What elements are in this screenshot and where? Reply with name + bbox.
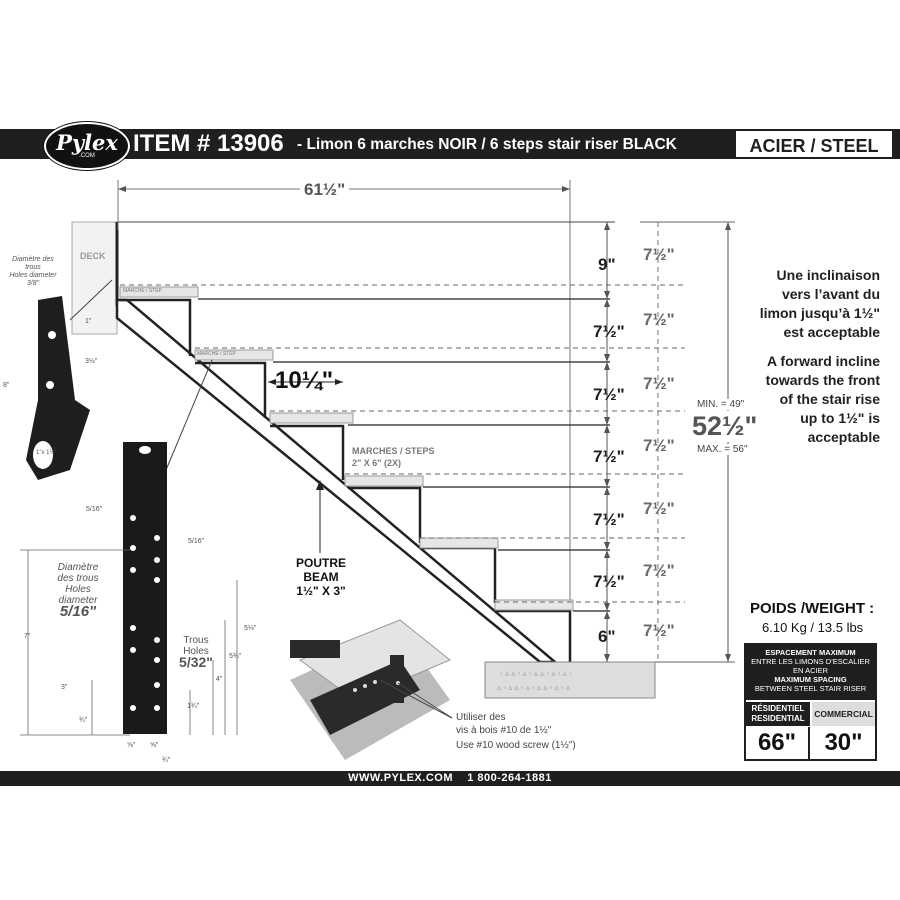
front-dim-3: 3" xyxy=(61,684,68,691)
front-holes-en: Holes diameter xyxy=(58,584,98,606)
steps-label: MARCHES / STEPS xyxy=(352,446,435,456)
rise-label-7: 6" xyxy=(598,627,616,646)
side-dim-4: 1"x 1½" xyxy=(36,450,57,456)
rise-label-4: 7½" xyxy=(593,447,625,466)
front-dim-7: 7" xyxy=(24,633,31,640)
run-total-label: 61½" xyxy=(300,180,350,200)
beam-size-label: 1½" X 3" xyxy=(296,584,346,598)
material-badge: ACIER / STEEL xyxy=(734,129,894,159)
side-holes-en: Holes diameter xyxy=(9,272,57,279)
commercial-header: COMMERCIAL xyxy=(812,702,875,726)
pylex-logo: Pylex .COM xyxy=(44,122,130,170)
item-number: ITEM # 13906 xyxy=(133,130,284,157)
spacing-sub-en: BETWEEN STEEL STAIR RISER xyxy=(754,684,867,693)
logo-subtext: .COM xyxy=(79,153,95,159)
step-tag: MARCHE / STEP xyxy=(123,288,162,294)
svg-text:▵ ◦ ▵ ▵ ◦ ▵ ◦ ▵ ▵ ◦ ▵ ◦ ▵: ▵ ◦ ▵ ▵ ◦ ▵ ◦ ▵ ▵ ◦ ▵ ◦ ▵ xyxy=(497,683,570,692)
spacing-table: ESPACEMENT MAXIMUM ENTRE LES LIMONS D’ES… xyxy=(744,643,877,761)
bracket-front-view xyxy=(20,442,238,736)
front-dim-4: 4" xyxy=(216,676,223,683)
side-holes-label: Diamètre des trous Holes diameter 3/8" xyxy=(8,256,58,288)
screw-note-fr2: vis à bois #10 de 1½" xyxy=(456,725,552,736)
side-dim-3: 8" xyxy=(3,382,10,389)
incline-note-en: A forward incline towards the front of t… xyxy=(745,352,880,447)
incline-en-line: towards the front xyxy=(765,372,880,388)
weight-value: 6.10 Kg / 13.5 lbs xyxy=(762,620,864,635)
residential-value: 66" xyxy=(746,727,810,759)
side-holes-fr: Diamètre des trous xyxy=(12,256,54,271)
rise-label-3: 7½" xyxy=(593,385,625,404)
item-description: - Limon 6 marches NOIR / 6 steps stair r… xyxy=(297,136,677,153)
bracket-side-view xyxy=(26,296,90,480)
front-dim-b2: ⅝" xyxy=(150,742,159,749)
deck-block xyxy=(71,221,118,335)
step-depth-label: 10¼" xyxy=(275,367,334,394)
screw-holes-en: Holes xyxy=(183,646,209,657)
incline-en-line: up to 1½" is xyxy=(800,410,880,426)
front-dim-side: 5/16" xyxy=(188,538,205,545)
alt-rise-label-2: 7½" xyxy=(643,310,675,329)
alt-rise-label-6: 7½" xyxy=(643,561,675,580)
side-dim-1: 1" xyxy=(85,318,92,325)
front-dim-518: 5⅛" xyxy=(244,625,257,632)
deck-label: DECK xyxy=(80,251,106,261)
beam-label-en: BEAM xyxy=(303,570,339,584)
residential-header: RÉSIDENTIEL RESIDENTIAL xyxy=(746,702,810,726)
spacing-title-en: MAXIMUM SPACING xyxy=(774,675,847,684)
footer-contact: WWW.PYLEX.COM 1 800-264-1881 xyxy=(348,772,552,784)
min-height-label: MIN. = 49" xyxy=(697,399,745,410)
incline-note-fr: Une inclinaison vers l’avant du limon ju… xyxy=(745,266,880,342)
beam-label: POUTRE BEAM 1½" X 3" xyxy=(288,556,354,598)
incline-fr-line: est acceptable xyxy=(783,324,881,340)
front-dim-534: 5¾" xyxy=(229,653,242,660)
footer-bar xyxy=(0,771,900,786)
screw-note-en: Use #10 wood screw (1½") xyxy=(456,740,576,751)
front-holes-size: 5/16" xyxy=(59,603,97,620)
front-dim-34: ¾" xyxy=(79,717,88,724)
front-dim-134: 1¾" xyxy=(187,703,200,710)
front-dim-b1: ⅝" xyxy=(127,742,136,749)
logo-text: Pylex xyxy=(56,130,118,155)
incline-en-line: acceptable xyxy=(807,429,880,445)
screw-holes-label: Trous Holes 5/32" xyxy=(176,635,216,670)
side-dim-2: 3½" xyxy=(85,358,98,365)
weight-title: POIDS /WEIGHT : xyxy=(750,600,875,617)
incline-fr-line: vers l’avant du xyxy=(781,286,880,302)
spacing-sub-fr: ENTRE LES LIMONS D’ESCALIER EN ACIER xyxy=(751,657,870,675)
alt-rise-label-7: 7½" xyxy=(643,621,675,640)
step-tag: MARCHE / STEP xyxy=(197,351,236,357)
alt-rise-label-1: 7½" xyxy=(643,245,675,264)
spacing-title-fr: ESPACEMENT MAXIMUM xyxy=(765,648,856,657)
screw-holes-fr: Trous xyxy=(183,635,209,646)
beam-label-fr: POUTRE xyxy=(295,556,346,570)
screw-note-fr1: Utiliser des xyxy=(456,712,506,723)
rise-label-5: 7½" xyxy=(593,510,625,529)
incline-en-line: of the stair rise xyxy=(779,391,880,407)
screw-holes-size: 5/32" xyxy=(179,654,213,670)
alt-rise-label-5: 7½" xyxy=(643,499,675,518)
side-holes-size: 3/8" xyxy=(26,280,40,287)
rise-label-1: 9" xyxy=(598,255,616,274)
front-dim-b3: ¾" xyxy=(162,757,171,764)
alt-rise-label-3: 7½" xyxy=(643,374,675,393)
incline-fr-line: limon jusqu’à 1½" xyxy=(759,305,880,321)
screw-detail-illustration xyxy=(290,619,453,760)
commercial-value: 30" xyxy=(824,729,863,756)
svg-text:◦ ▵ ▵ ◦ ▵ ◦ ▵ ▵ ◦ ▵ ◦ ▵ ◦: ◦ ▵ ▵ ◦ ▵ ◦ ▵ ▵ ◦ ▵ ◦ ▵ ◦ xyxy=(500,669,572,678)
rise-label-6: 7½" xyxy=(593,572,625,591)
rise-label-2: 7½" xyxy=(593,322,625,341)
front-holes-fr: Diamètre des trous xyxy=(57,562,99,584)
max-height-label: MAX. = 56" xyxy=(697,444,748,455)
incline-fr-line: Une inclinaison xyxy=(776,267,880,283)
alt-rise-label-4: 7½" xyxy=(643,436,675,455)
total-height-label: 52½" xyxy=(692,411,758,442)
incline-en-line: A forward incline xyxy=(766,353,880,369)
front-holes-label: Diamètre des trous Holes diameter 5/16" xyxy=(50,562,106,620)
front-dim-top: 5/16" xyxy=(86,506,103,513)
spacing-title: ESPACEMENT MAXIMUM ENTRE LES LIMONS D’ES… xyxy=(746,645,875,700)
steps-size-label: 2" X 6" (2X) xyxy=(352,458,402,468)
